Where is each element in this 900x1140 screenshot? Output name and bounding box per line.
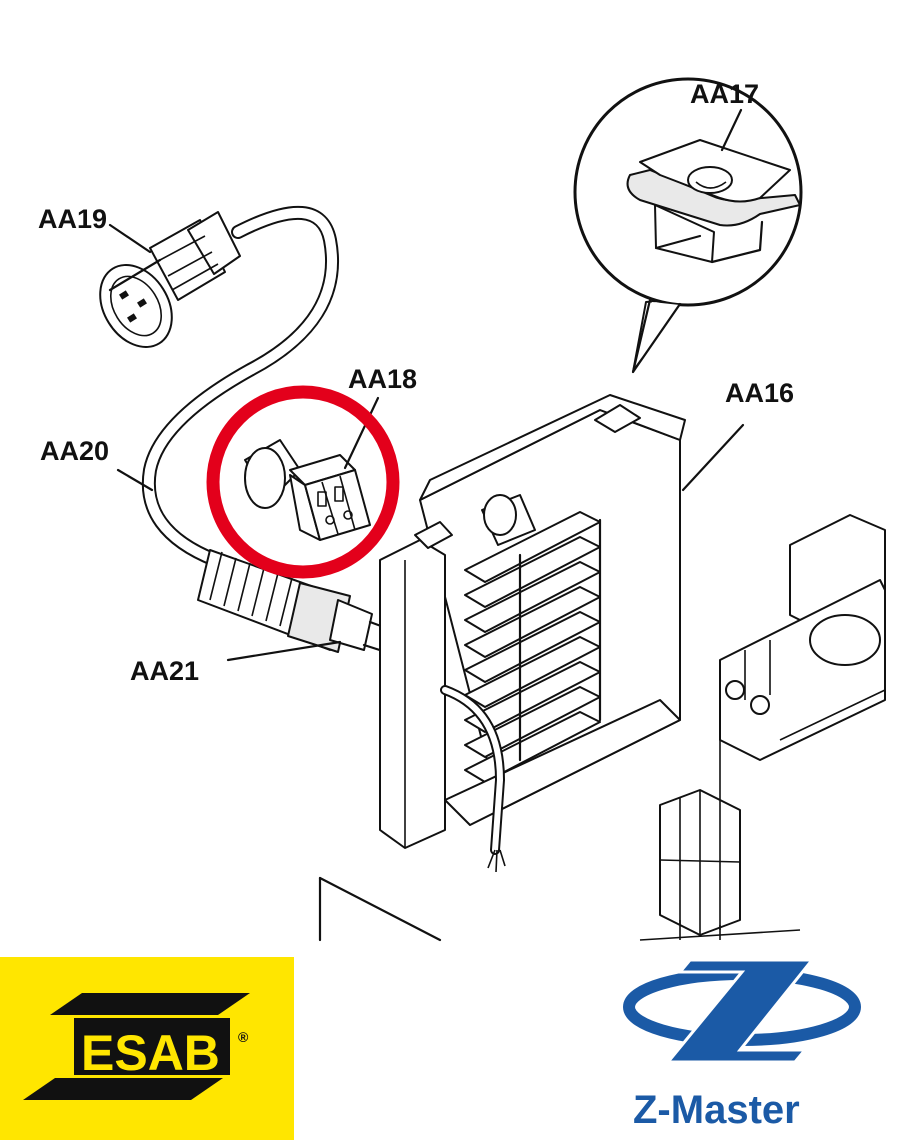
machine-chassis-detail <box>318 514 886 942</box>
esab-logo: ESAB ® <box>0 957 294 1140</box>
aa19-plug <box>99 211 241 348</box>
esab-logo-text: ESAB <box>81 1025 220 1081</box>
label-aa16: AA16 <box>725 378 794 408</box>
aa20-cable <box>141 205 340 617</box>
esab-registered-mark: ® <box>238 1029 249 1045</box>
aa21-strain-relief <box>197 549 394 654</box>
highlight-ring <box>206 385 400 579</box>
label-aa21: AA21 <box>130 656 199 686</box>
label-aa19: AA19 <box>38 204 107 234</box>
aa17-clip-nut <box>626 139 801 264</box>
aa17-detail-bubble: AA17 <box>573 77 803 374</box>
zmaster-logo: Z-Master <box>623 958 861 1132</box>
aa16-terminal-housing <box>379 394 686 873</box>
aa18-switch <box>244 439 371 541</box>
zmaster-logo-text: Z-Master <box>633 1088 800 1132</box>
label-aa20: AA20 <box>40 436 109 466</box>
label-aa17: AA17 <box>690 79 759 109</box>
label-aa18: AA18 <box>348 364 417 394</box>
